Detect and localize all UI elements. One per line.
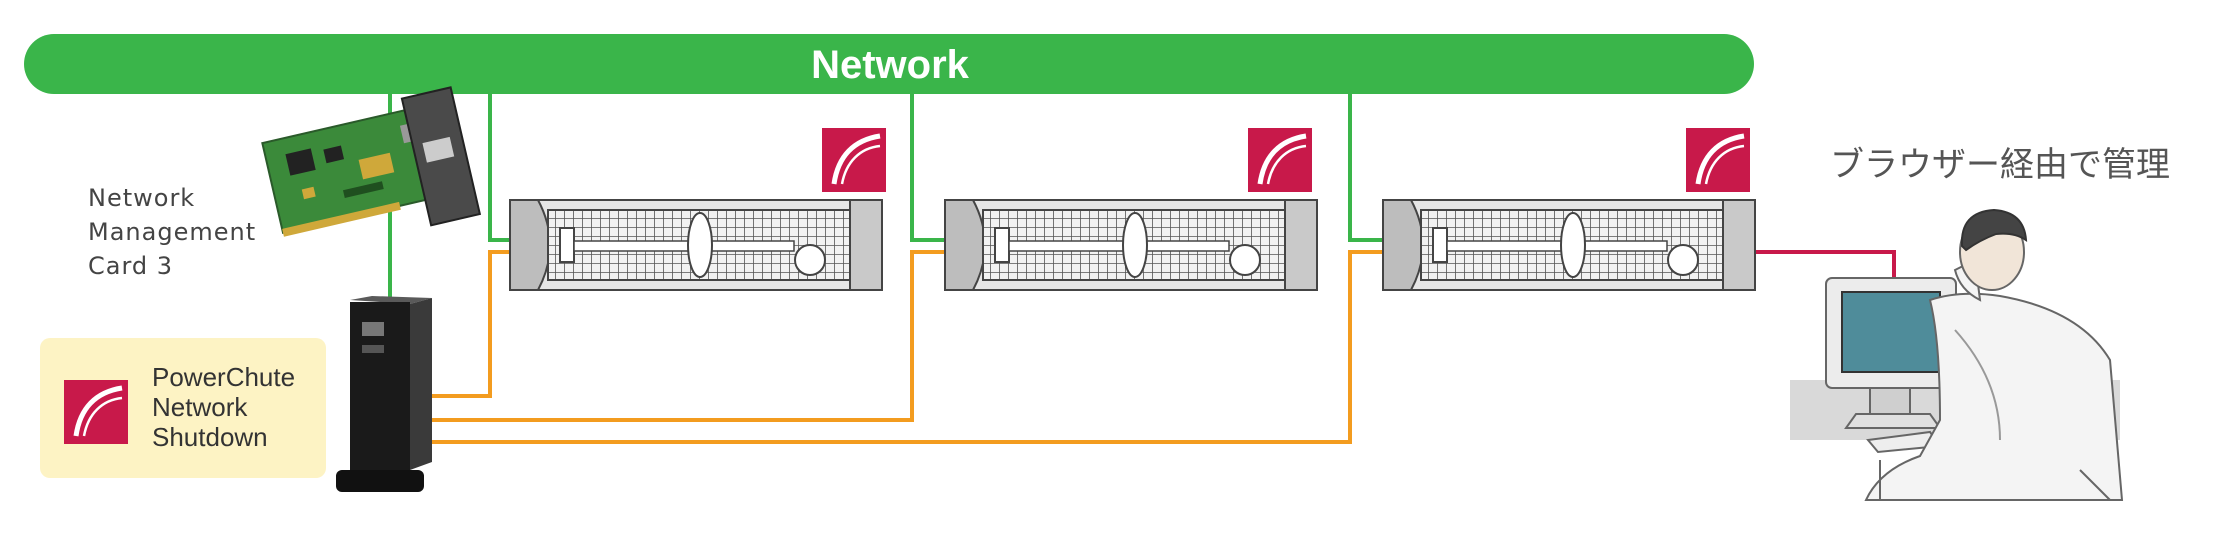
- powerchute-logo-icon: [822, 128, 886, 192]
- svg-text:Network: Network: [88, 184, 195, 212]
- browser-connection-line: [1752, 250, 1896, 282]
- user-computer-icon: [1790, 208, 2124, 501]
- pcns-label: PowerChute Network Shutdown: [152, 362, 295, 452]
- network-label: Network: [811, 43, 970, 87]
- server-icon: [509, 199, 883, 291]
- powerchute-logo-icon: [1686, 128, 1750, 192]
- server-icon: [1382, 199, 1756, 291]
- server-icon: [944, 199, 1318, 291]
- svg-text:PowerChute: PowerChute: [152, 362, 295, 392]
- browser-label: ブラウザー経由で管理: [1830, 145, 2170, 185]
- network-card-icon: [261, 86, 482, 237]
- svg-text:Network: Network: [152, 392, 248, 422]
- svg-text:Shutdown: Shutdown: [152, 422, 268, 452]
- powerchute-logo-icon: [1248, 128, 1312, 192]
- nmc-label: Network Management Card 3: [88, 184, 256, 280]
- powerchute-logo-icon: [64, 380, 128, 444]
- ups-icon: [336, 296, 432, 492]
- svg-text:Management: Management: [88, 218, 256, 246]
- network-bus: [24, 34, 1754, 94]
- power-lines: [424, 250, 1383, 444]
- svg-text:Card 3: Card 3: [88, 252, 173, 280]
